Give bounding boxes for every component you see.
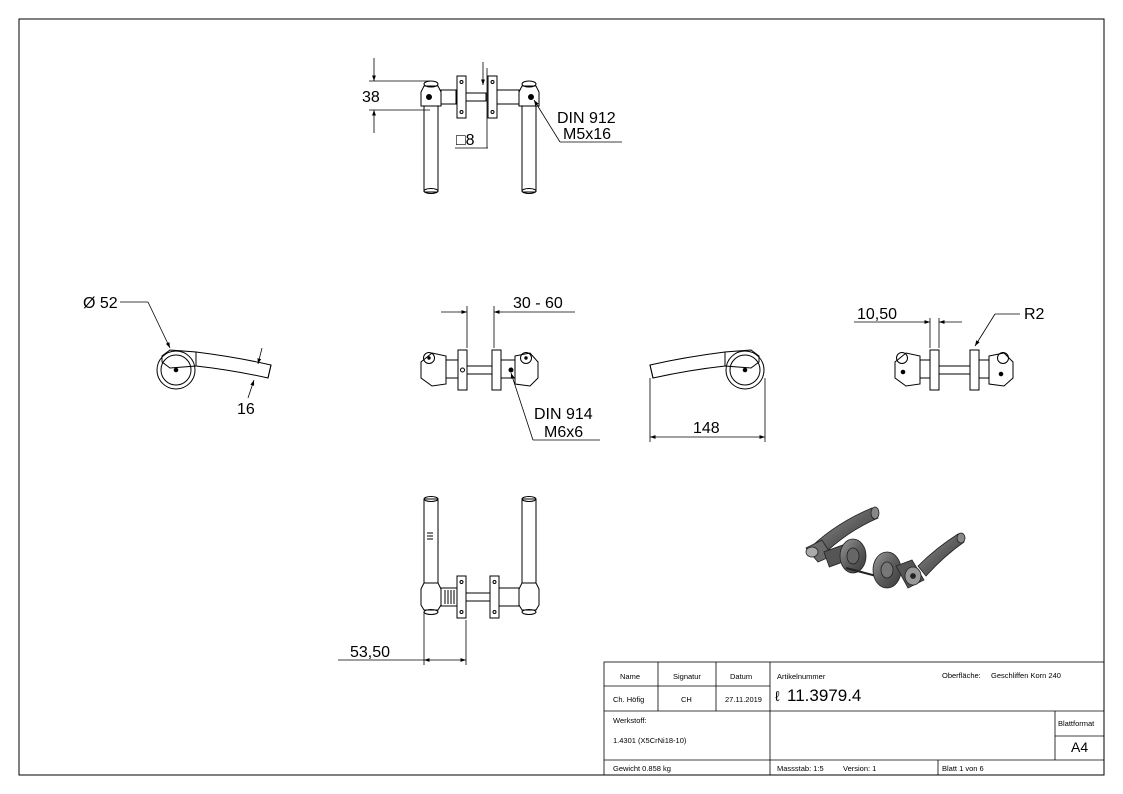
isometric-view (805, 506, 966, 589)
tb-col-signatur: Signatur (673, 672, 701, 681)
bottom-view (420, 496, 540, 619)
tb-name-value: Ch. Höfig (613, 695, 644, 704)
tb-artikel-label: Artikelnummer (777, 672, 826, 681)
dim-148-label: 148 (693, 420, 720, 437)
far-right-view (894, 349, 1014, 391)
r2-label: R2 (1024, 306, 1045, 323)
dim-diameter-52-label: Ø 52 (83, 295, 118, 312)
drawing-frame (18, 18, 1105, 776)
tb-gewicht: Gewicht 0.858 kg (613, 764, 671, 773)
tb-werkstoff-label: Werkstoff: (613, 716, 646, 725)
tb-blattformat-label: Blattformat (1058, 719, 1095, 728)
dim-16-label: 16 (237, 401, 255, 418)
right-side-view (649, 349, 765, 390)
tb-col-name: Name (620, 672, 640, 681)
dim-10-50-label: 10,50 (857, 306, 897, 323)
tb-blatt: Blatt 1 von 6 (942, 764, 984, 773)
left-side-view (156, 349, 272, 390)
tb-blattformat-value: A4 (1071, 739, 1088, 755)
dim-30-60 (441, 306, 575, 348)
din912-label: DIN 912 (557, 110, 616, 127)
dim-53-50-label: 53,50 (350, 644, 390, 661)
tb-col-datum: Datum (730, 672, 752, 681)
tb-datum-value: 27.11.2019 (725, 695, 762, 704)
dim-38-label: 38 (362, 89, 380, 106)
m5x16-label: M5x16 (563, 126, 611, 143)
dim-38 (369, 58, 430, 133)
dim-53-50 (338, 612, 467, 665)
dim-10-50 (854, 318, 962, 348)
tb-artikel-value: 11.3979.4 (787, 686, 861, 705)
tb-massstab: Massstab: 1:5 (777, 764, 824, 773)
leader-din912 (533, 99, 622, 143)
dim-diameter-52 (120, 301, 171, 349)
leader-din914 (510, 372, 600, 441)
tb-version: Version: 1 (843, 764, 876, 773)
leader-r2 (974, 313, 1020, 347)
dim-square-8 (455, 62, 488, 149)
m6x6-label: M6x6 (544, 424, 583, 441)
title-block (603, 661, 1105, 776)
dim-148 (649, 378, 766, 442)
tb-oberflaeche-value: Geschliffen Korn 240 (991, 671, 1061, 680)
top-view (420, 75, 540, 194)
din914-label: DIN 914 (534, 406, 593, 423)
tb-signatur-value: CH (681, 695, 692, 704)
dim-square-8-label: □8 (456, 132, 475, 149)
tb-werkstoff-value: 1.4301 (X5CrNi18-10) (613, 736, 687, 745)
front-view (420, 349, 539, 391)
dim-30-60-label: 30 - 60 (513, 295, 563, 312)
dim-16 (247, 347, 263, 399)
tb-artikel-prefix: ℓ (775, 688, 780, 704)
tb-oberflaeche-label: Oberfläche: (942, 671, 981, 680)
